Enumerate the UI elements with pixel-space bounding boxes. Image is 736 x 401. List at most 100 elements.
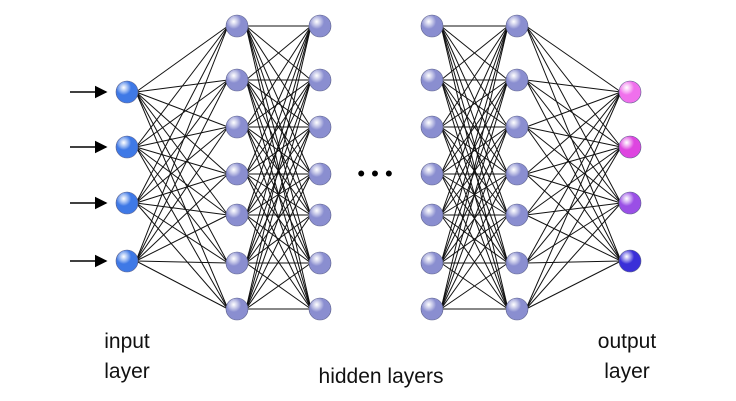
connection-line <box>135 25 229 262</box>
input-label-line1: input <box>104 330 150 353</box>
connection-line <box>525 79 622 262</box>
connection-line <box>440 79 509 310</box>
connection-line <box>245 173 312 310</box>
connection-line <box>440 25 509 128</box>
connection-line <box>525 146 622 216</box>
output-node <box>618 191 642 215</box>
connection-line <box>245 262 312 310</box>
connection-line <box>135 146 229 264</box>
connection-line <box>135 202 229 216</box>
connection-line <box>440 25 509 81</box>
connection-line <box>245 214 312 264</box>
input-layer-label: input layer <box>94 327 160 387</box>
hidden-node <box>225 14 249 38</box>
connection-line <box>525 91 622 216</box>
connection-line <box>525 173 622 204</box>
hidden-layers-label: hidden layers <box>318 365 444 388</box>
connection-line <box>525 202 622 216</box>
connection-line <box>135 126 229 262</box>
hidden-node <box>505 297 529 321</box>
hidden-node <box>420 162 444 186</box>
output-label-line2: layer <box>604 360 650 383</box>
connection-line <box>135 91 229 216</box>
connections <box>135 25 622 310</box>
connection-line <box>525 79 622 93</box>
connection-line <box>525 25 622 262</box>
connection-line <box>245 25 312 128</box>
connection-line <box>245 79 312 128</box>
output-node <box>618 80 642 104</box>
connection-line <box>135 126 229 148</box>
connection-line <box>440 79 509 175</box>
connection-line <box>525 126 622 204</box>
input-arrows <box>70 85 108 268</box>
connection-line <box>135 126 229 204</box>
connection-line <box>525 202 622 310</box>
input-node <box>115 249 139 273</box>
output-label-line1: output <box>597 330 657 353</box>
neurons <box>115 14 642 321</box>
hidden-node <box>308 251 332 275</box>
connection-line <box>135 260 229 310</box>
connection-line <box>525 91 622 128</box>
connection-line <box>135 173 229 204</box>
hidden-node <box>225 162 249 186</box>
connection-line <box>135 91 229 128</box>
input-node <box>115 80 139 104</box>
connection-line <box>245 25 312 216</box>
connection-line <box>525 146 622 310</box>
connection-line <box>525 25 622 93</box>
connection-line <box>525 91 622 264</box>
connection-line <box>135 173 229 262</box>
hidden-node <box>308 14 332 38</box>
connection-line <box>440 173 509 310</box>
connection-line <box>525 260 622 264</box>
hidden-node <box>505 162 529 186</box>
connection-line <box>245 25 312 175</box>
connection-line <box>440 25 509 310</box>
ellipsis: • • • <box>357 161 392 186</box>
connection-line <box>245 214 312 310</box>
output-layer-label: output layer <box>586 327 668 387</box>
connection-line <box>525 25 622 204</box>
hidden-node <box>505 68 529 92</box>
connection-line <box>525 146 622 264</box>
connection-line <box>135 91 229 310</box>
connection-line <box>525 126 622 148</box>
connection-line <box>245 79 312 175</box>
connection-line <box>440 25 509 175</box>
connection-line <box>525 91 622 175</box>
connection-line <box>135 79 229 262</box>
connection-line <box>440 79 509 216</box>
hidden-node <box>420 297 444 321</box>
connection-line <box>135 214 229 262</box>
connection-line <box>135 146 229 216</box>
connection-line <box>245 126 312 310</box>
hidden-node <box>420 251 444 275</box>
connection-line <box>525 79 622 204</box>
connection-line <box>440 126 509 175</box>
input-node <box>115 191 139 215</box>
connection-line <box>245 79 312 264</box>
connection-line <box>245 25 312 264</box>
output-node <box>618 249 642 273</box>
connection-line <box>135 25 229 204</box>
connection-line <box>135 260 229 264</box>
connection-line <box>135 91 229 175</box>
connection-line <box>245 25 312 310</box>
connection-line <box>135 146 229 175</box>
connection-line <box>440 25 509 216</box>
connection-line <box>525 202 622 264</box>
hidden-node <box>225 115 249 139</box>
connection-line <box>525 91 622 310</box>
hidden-node <box>308 68 332 92</box>
hidden-node <box>225 203 249 227</box>
hidden-node <box>225 68 249 92</box>
input-node <box>115 135 139 159</box>
connection-line <box>135 25 229 93</box>
connection-line <box>440 214 509 264</box>
hidden-node <box>225 251 249 275</box>
hidden-node <box>505 115 529 139</box>
connection-line <box>440 79 509 128</box>
